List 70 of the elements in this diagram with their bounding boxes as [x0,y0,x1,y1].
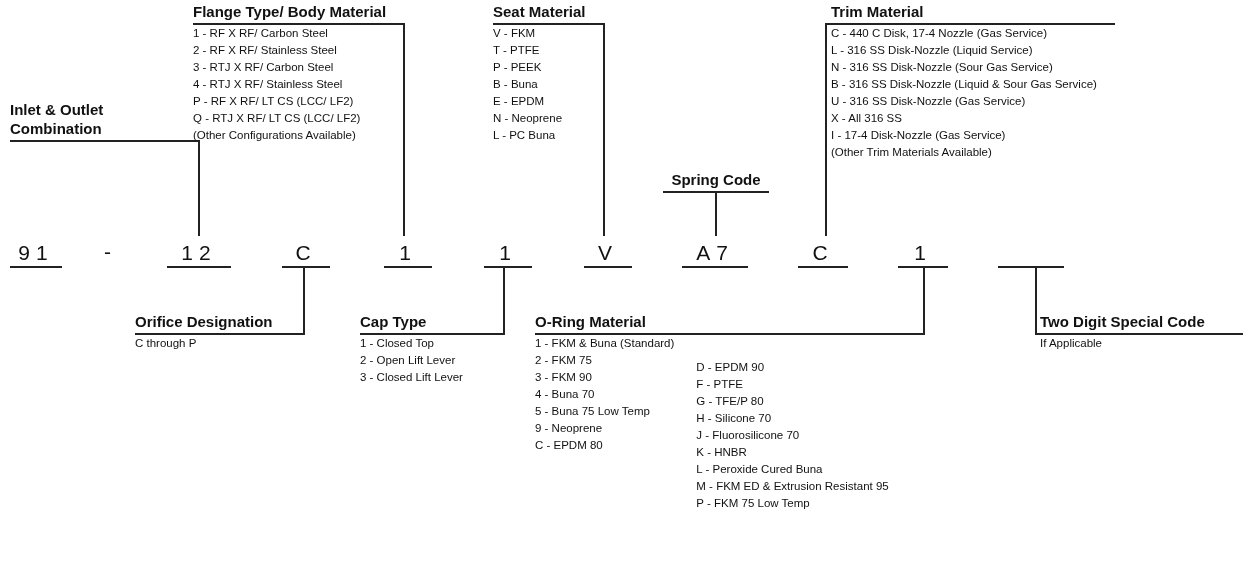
option-text: 3 - Closed Lift Lever [360,370,464,385]
option-text: V - FKM [493,26,537,41]
option-text: L - PC Buna [493,128,557,143]
code-segment: 1 [898,240,948,268]
code-segment: 91 [10,240,62,268]
code-segment: 1 [484,240,532,268]
option-text: K - HNBR [696,445,748,460]
option-text: (Other Configurations Available) [193,128,357,143]
option-text: G - TFE/P 80 [696,394,765,409]
option-text: U - 316 SS Disk-Nozzle (Gas Service) [831,94,1027,109]
option-text: 1 - Closed Top [360,336,435,351]
option-text: 4 - RTJ X RF/ Stainless Steel [193,77,344,92]
leader-line [198,140,200,237]
option-text: F - PTFE [696,377,744,392]
option-text: P - FKM 75 Low Temp [696,496,811,511]
leader-line [825,23,827,237]
code-segment: C [798,240,848,268]
option-text: X - All 316 SS [831,111,903,126]
separator-text: - [104,240,111,264]
option-text: D - EPDM 90 [696,360,766,375]
option-text: L - Peroxide Cured Buna [696,462,824,477]
option-text: C - EPDM 80 [535,438,604,453]
option-text: 3 - FKM 90 [535,370,593,385]
leader-line [503,267,505,335]
option-text: 2 - FKM 75 [535,353,593,368]
option-text: (Other Trim Materials Available) [831,145,993,160]
option-text: I - 17-4 Disk-Nozzle (Gas Service) [831,128,1007,143]
category-heading: Two Digit Special Code [1035,312,1243,335]
category-heading: Trim Material [825,2,1115,25]
option-text: H - Silicone 70 [696,411,773,426]
option-text: 2 - Open Lift Lever [360,353,457,368]
option-text: E - EPDM [493,94,546,109]
code-segment: 1 [384,240,432,268]
option-text: N - 316 SS Disk-Nozzle (Sour Gas Service) [831,60,1054,75]
leader-line [303,267,305,335]
option-text: J - Fluorosilicone 70 [696,428,801,443]
option-text: P - PEEK [493,60,543,75]
category-heading: Spring Code [663,170,769,193]
leader-line [923,267,925,335]
option-text: C through P [135,336,198,351]
category-heading: Flange Type/ Body Material [193,2,405,25]
option-text: If Applicable [1040,336,1103,351]
option-text: L - 316 SS Disk-Nozzle (Liquid Service) [831,43,1034,58]
option-text: 3 - RTJ X RF/ Carbon Steel [193,60,335,75]
code-segment: C [282,240,330,268]
code-segment: A7 [682,240,748,268]
option-text: C - 440 C Disk, 17-4 Nozzle (Gas Service) [831,26,1048,41]
leader-line [1035,267,1037,335]
option-text: 1 - RF X RF/ Carbon Steel [193,26,329,41]
option-text: 5 - Buna 75 Low Temp [535,404,651,419]
category-heading: Seat Material [493,2,605,25]
option-text: 2 - RF X RF/ Stainless Steel [193,43,338,58]
option-text: B - 316 SS Disk-Nozzle (Liquid & Sour Gas Service) [831,77,1098,92]
option-text: Q - RTJ X RF/ LT CS (LCC/ LF2) [193,111,362,126]
option-text: 9 - Neoprene [535,421,604,436]
category-heading: Orifice Designation [135,312,305,335]
option-text: B - Buna [493,77,539,92]
code-segment: 12 [167,240,231,268]
category-heading: Cap Type [360,312,505,335]
code-segment: V [584,240,632,268]
option-text: P - RF X RF/ LT CS (LCC/ LF2) [193,94,355,109]
option-text: 4 - Buna 70 [535,387,596,402]
option-text: 1 - FKM & Buna (Standard) [535,336,675,351]
option-text: M - FKM ED & Extrusion Resistant 95 [696,479,889,494]
leader-line [403,23,405,237]
option-text: N - Neoprene [493,111,564,126]
leader-line [603,23,605,237]
option-text: T - PTFE [493,43,541,58]
leader-line [715,192,717,237]
category-heading: O-Ring Material [535,312,925,335]
